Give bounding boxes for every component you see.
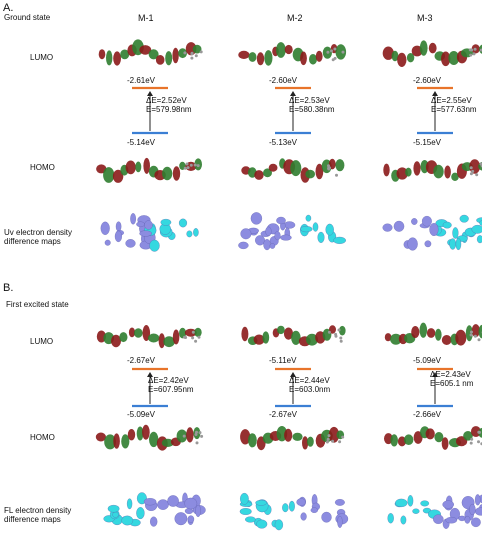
- section-a-map-label: Uv electron density difference maps: [4, 228, 73, 247]
- section-b-map-label: FL electron density difference maps: [4, 506, 72, 525]
- a-homo-value-3: -5.15eV: [413, 138, 442, 147]
- b-lumo-orbital-3: [384, 322, 482, 346]
- a-density-map-2: [238, 212, 346, 251]
- a-homo-orbital-3: [383, 159, 482, 182]
- b-density-map-1: [103, 492, 206, 527]
- a-lumo-orbital-2: [238, 42, 347, 66]
- a-gap-1: ΔE=2.52eV E=579.98nm: [146, 96, 192, 115]
- b-lumo-orbital-2: [241, 325, 346, 347]
- column-header-3: M-3: [417, 13, 433, 23]
- section-a-label: A.: [3, 2, 14, 14]
- a-density-map-1: [100, 213, 199, 252]
- b-gap-3: ΔE=2.43eV E=605.1 nm: [430, 370, 474, 389]
- a-gap-arrow-3: [432, 91, 438, 131]
- a-lumo-value-2: -2.60eV: [269, 76, 298, 85]
- a-homo-value-2: -5.13eV: [269, 138, 298, 147]
- b-homo-value-1: -5.09eV: [127, 410, 156, 419]
- a-lumo-orbital-1: [98, 39, 203, 66]
- b-gap-arrow-3: [432, 372, 438, 404]
- a-gap-3: ΔE=2.55eV E=577.63nm: [431, 96, 477, 115]
- a-lumo-orbital-3: [382, 40, 482, 67]
- b-homo-value-3: -2.66eV: [413, 410, 442, 419]
- b-gap-arrow-2: [290, 372, 296, 404]
- b-lumo-value-3: -5.09eV: [413, 356, 442, 365]
- section-a-state: Ground state: [4, 13, 51, 22]
- section-b-label: B.: [3, 282, 14, 294]
- section-b-state: First excited state: [6, 300, 69, 309]
- section-a-lumo-label: LUMO: [30, 53, 54, 62]
- b-homo-orbital-2: [240, 426, 345, 451]
- column-header-2: M-2: [287, 13, 303, 23]
- b-lumo-value-2: -5.11eV: [269, 356, 297, 365]
- a-homo-orbital-1: [96, 157, 202, 183]
- a-density-map-3: [382, 214, 482, 251]
- section-a-homo-label: HOMO: [30, 163, 55, 172]
- a-lumo-value-3: -2.60eV: [413, 76, 442, 85]
- b-gap-arrow-1: [147, 372, 153, 404]
- b-homo-value-2: -2.67eV: [269, 410, 298, 419]
- a-gap-2: ΔE=2.53eV E=580.38nm: [289, 96, 335, 115]
- a-homo-orbital-2: [241, 158, 345, 183]
- a-gap-arrow-1: [147, 91, 153, 131]
- section-b-lumo-label: LUMO: [30, 337, 54, 346]
- b-lumo-orbital-1: [96, 325, 202, 349]
- b-density-map-2: [239, 492, 349, 531]
- b-density-map-3: [387, 494, 482, 529]
- b-homo-orbital-1: [95, 424, 204, 451]
- section-b-homo-label: HOMO: [30, 433, 55, 442]
- b-gap-2: ΔE=2.44eV E=603.0nm: [289, 376, 331, 395]
- a-homo-value-1: -5.14eV: [127, 138, 156, 147]
- a-gap-arrow-2: [290, 91, 296, 131]
- b-gap-1: ΔE=2.42eV E=607.95nm: [148, 376, 194, 395]
- b-homo-orbital-3: [384, 426, 482, 450]
- a-lumo-value-1: -2.61eV: [127, 76, 156, 85]
- column-header-1: M-1: [138, 13, 154, 23]
- b-lumo-value-1: -2.67eV: [127, 356, 156, 365]
